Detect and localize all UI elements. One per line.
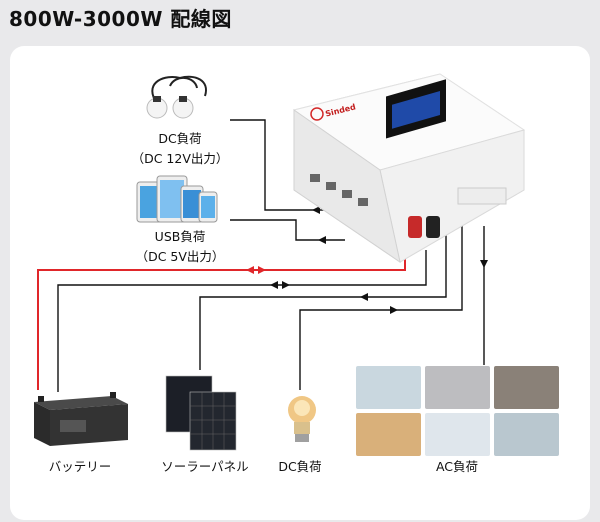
- solar-panel-icon: [165, 375, 237, 451]
- battery-bidirectional-arrow2-icon: [270, 281, 290, 289]
- usb-load-sublabel: （DC 5V出力）: [135, 249, 225, 264]
- dc-12v-load-sublabel: （DC 12V出力）: [131, 151, 229, 166]
- lamp-photo-icon: [356, 413, 421, 456]
- tablets-icon: [136, 175, 218, 223]
- usb-load-label: USB負荷: [154, 229, 206, 244]
- laptop-photo-icon: [425, 366, 490, 409]
- led-bulbs-icon: [146, 75, 207, 119]
- dc-load-label: DC負荷: [278, 459, 322, 474]
- ac-load-arrow-icon: [480, 260, 488, 268]
- solar-wire: [199, 226, 447, 370]
- negative-terminal-icon: [426, 216, 440, 238]
- dc-load-arrow-icon: [390, 306, 398, 314]
- fan-photo-icon: [356, 366, 421, 409]
- fridge-photo-icon: [494, 413, 559, 456]
- battery-label: バッテリー: [48, 459, 112, 474]
- aircon-photo-icon: [425, 413, 490, 456]
- dc12v-arrow-icon: [312, 206, 320, 214]
- ac-load-label: AC負荷: [435, 459, 479, 474]
- positive-terminal-icon: [408, 216, 422, 238]
- page-title: 800W-3000W 配線図: [9, 7, 232, 31]
- light-bulb-icon: [288, 396, 316, 442]
- inverter-unit: [292, 73, 526, 264]
- dc12v-wire: [230, 119, 340, 211]
- battery-icon: [34, 392, 128, 446]
- solar-panel-label: ソーラーパネル: [161, 459, 249, 474]
- cooker-photo-icon: [494, 366, 559, 409]
- battery-bidirectional-arrow-icon: [246, 266, 266, 274]
- dc-load-wire: [299, 226, 463, 390]
- solar-arrow-icon: [360, 293, 368, 301]
- usb-arrow-icon: [318, 236, 326, 244]
- battery-negative-wire: [57, 250, 427, 392]
- dc-12v-load-label: DC負荷: [158, 131, 202, 146]
